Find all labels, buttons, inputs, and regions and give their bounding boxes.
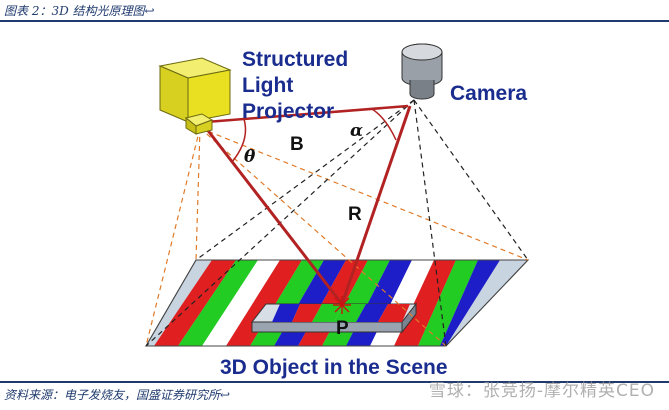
baseline-label: B — [290, 134, 304, 155]
projector-ray — [204, 127, 344, 305]
stripe — [226, 260, 302, 346]
watermark: 雪球：张竞扬-摩尔精英CEO — [428, 381, 655, 401]
point-p-marker — [333, 296, 351, 314]
stripe — [178, 260, 258, 346]
baseline — [205, 104, 409, 124]
theta-arc — [231, 118, 247, 163]
projector-frustum — [145, 127, 529, 347]
stripe — [154, 260, 236, 346]
camera-label: Camera — [450, 82, 527, 105]
stripe — [202, 260, 280, 346]
alpha-label: α — [350, 121, 363, 141]
range-label: R — [348, 204, 362, 225]
scene-object — [250, 302, 418, 334]
point-label: P — [336, 318, 349, 339]
stripe — [440, 260, 500, 346]
top-rule — [0, 20, 669, 22]
stripe — [418, 260, 478, 346]
source-note: 资料来源：电子发烧友，国盛证券研究所↩ — [4, 388, 231, 402]
structured-light-diagram: Structured Light Projector Camera B θ α … — [145, 43, 530, 379]
stripe — [394, 260, 456, 346]
projector-device — [158, 57, 232, 135]
scene-label: 3D Object in the Scene — [220, 356, 448, 379]
camera-device — [401, 43, 443, 100]
bottom-rule — [0, 381, 669, 383]
projector-label-line3: Projector — [242, 100, 334, 123]
camera-ray — [340, 105, 412, 305]
figure-caption: 图表 2：3D 结构光原理图↩ — [4, 4, 155, 18]
projector-label-line1: Structured — [242, 48, 348, 71]
projector-label-line2: Light — [242, 74, 293, 97]
alpha-arc — [371, 108, 397, 141]
scene-plane — [145, 259, 530, 347]
theta-label: θ — [244, 147, 256, 167]
